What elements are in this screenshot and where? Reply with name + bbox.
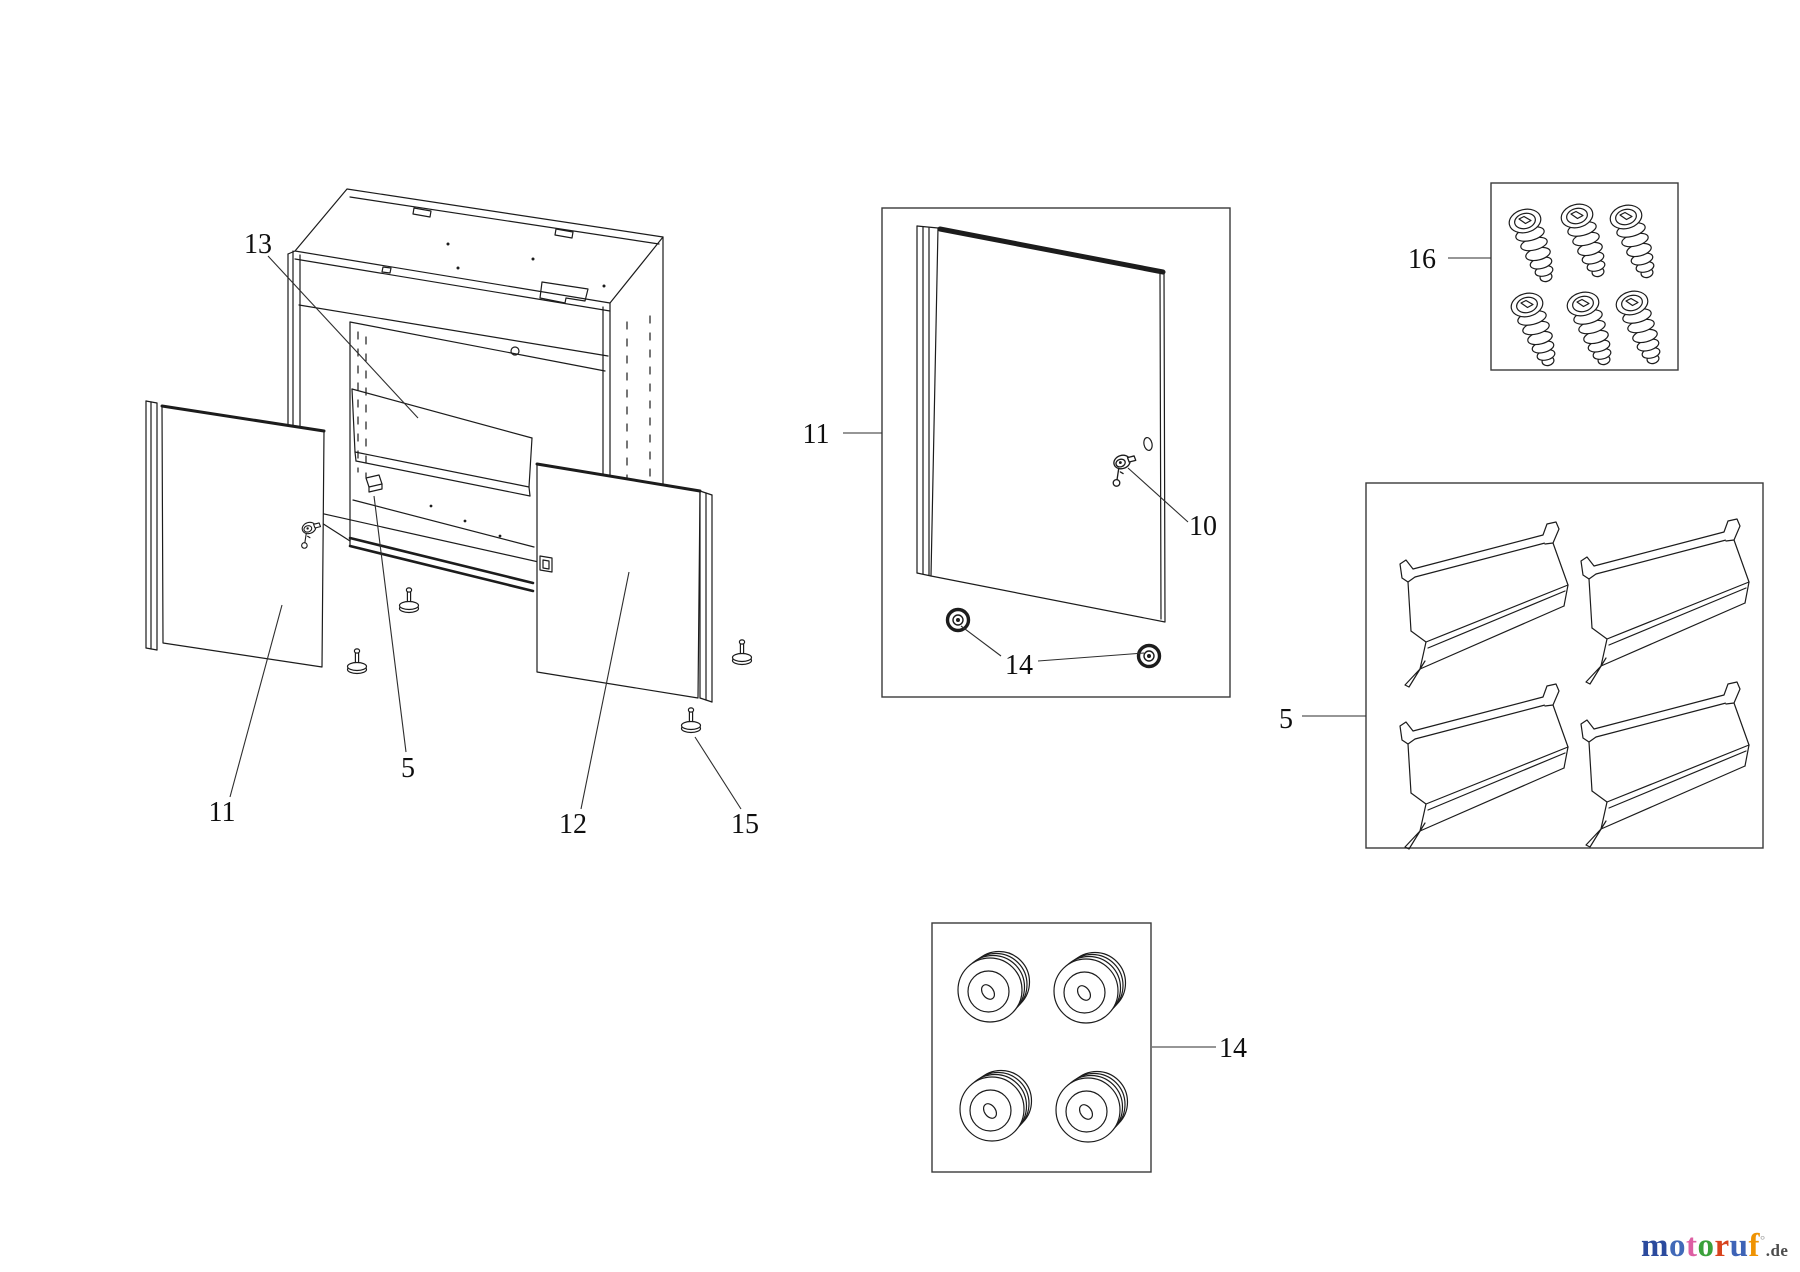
euro-screw: [1564, 288, 1613, 367]
watermark-suffix: .de: [1766, 1241, 1789, 1260]
cabinet-back-notch: [554, 228, 574, 239]
door-detail-box: [881, 207, 1231, 698]
screws-box: [1490, 182, 1679, 371]
part-label-11-doorbox: 11: [803, 419, 830, 450]
leveling-foot: [346, 648, 368, 675]
euro-screw: [1613, 287, 1662, 366]
shelf: [351, 388, 533, 497]
wall-bracket: [1399, 683, 1569, 850]
wall-bracket: [1580, 681, 1750, 848]
part-label-5-cabinet: 5: [401, 753, 415, 784]
leader-lines: [229, 255, 1491, 1048]
part-label-14-door: 14: [1005, 650, 1033, 681]
watermark-letter: r: [1715, 1228, 1730, 1264]
cabinet-interior: [348, 321, 535, 593]
watermark-letter: f: [1749, 1228, 1761, 1264]
leveling-foot: [680, 707, 702, 734]
part-label-14-box: 14: [1219, 1033, 1247, 1064]
grommets-box: [931, 922, 1152, 1173]
wall-bracket-clip: [365, 474, 383, 493]
cabinet-body: [287, 188, 664, 593]
door-grommet: [945, 607, 971, 633]
cabinet-back-notch: [412, 207, 432, 218]
part-label-10: 10: [1189, 511, 1217, 542]
cabinet-top-face: [294, 188, 664, 304]
watermark-logo: motoruf°.de: [1641, 1228, 1788, 1264]
wall-bracket: [1580, 518, 1750, 685]
watermark: motoruf°.de: [1641, 1228, 1788, 1264]
part-label-11-left: 11: [209, 797, 236, 828]
wall-bracket: [1399, 521, 1569, 688]
cabinet-top-cutout: [539, 281, 589, 304]
rubber-grommet: [957, 950, 1031, 1023]
part-label-13: 13: [244, 229, 272, 260]
rubber-grommet: [1055, 1070, 1129, 1143]
watermark-registered-mark: °: [1760, 1232, 1766, 1247]
euro-screw: [1607, 201, 1656, 280]
watermark-letter: u: [1730, 1228, 1749, 1264]
rubber-grommet: [959, 1069, 1033, 1142]
rubber-grommet: [1053, 951, 1127, 1024]
part-label-16: 16: [1408, 244, 1436, 275]
watermark-letter: m: [1641, 1228, 1669, 1264]
leveling-foot: [731, 639, 753, 666]
watermark-letter: o: [1669, 1228, 1686, 1264]
euro-screw: [1508, 289, 1557, 368]
part-label-15: 15: [731, 809, 759, 840]
left-door: [145, 400, 326, 668]
door-latch: [539, 555, 553, 573]
part-label-5-box: 5: [1279, 704, 1293, 735]
door-grommet: [1136, 643, 1162, 669]
part-labels: 13 11 5 12 15 11 10 14 16 5 14: [209, 229, 1436, 1064]
leveling-foot: [398, 587, 420, 614]
cabinet-bottom-rail: [348, 536, 535, 585]
brackets-box: [1365, 482, 1764, 850]
right-door: [535, 462, 713, 703]
watermark-letter: t: [1686, 1228, 1698, 1264]
door-key-hole: [1143, 436, 1153, 452]
euro-screw: [1558, 200, 1607, 279]
part-label-12: 12: [559, 809, 587, 840]
euro-screw: [1506, 205, 1555, 284]
watermark-letter: o: [1698, 1228, 1715, 1264]
